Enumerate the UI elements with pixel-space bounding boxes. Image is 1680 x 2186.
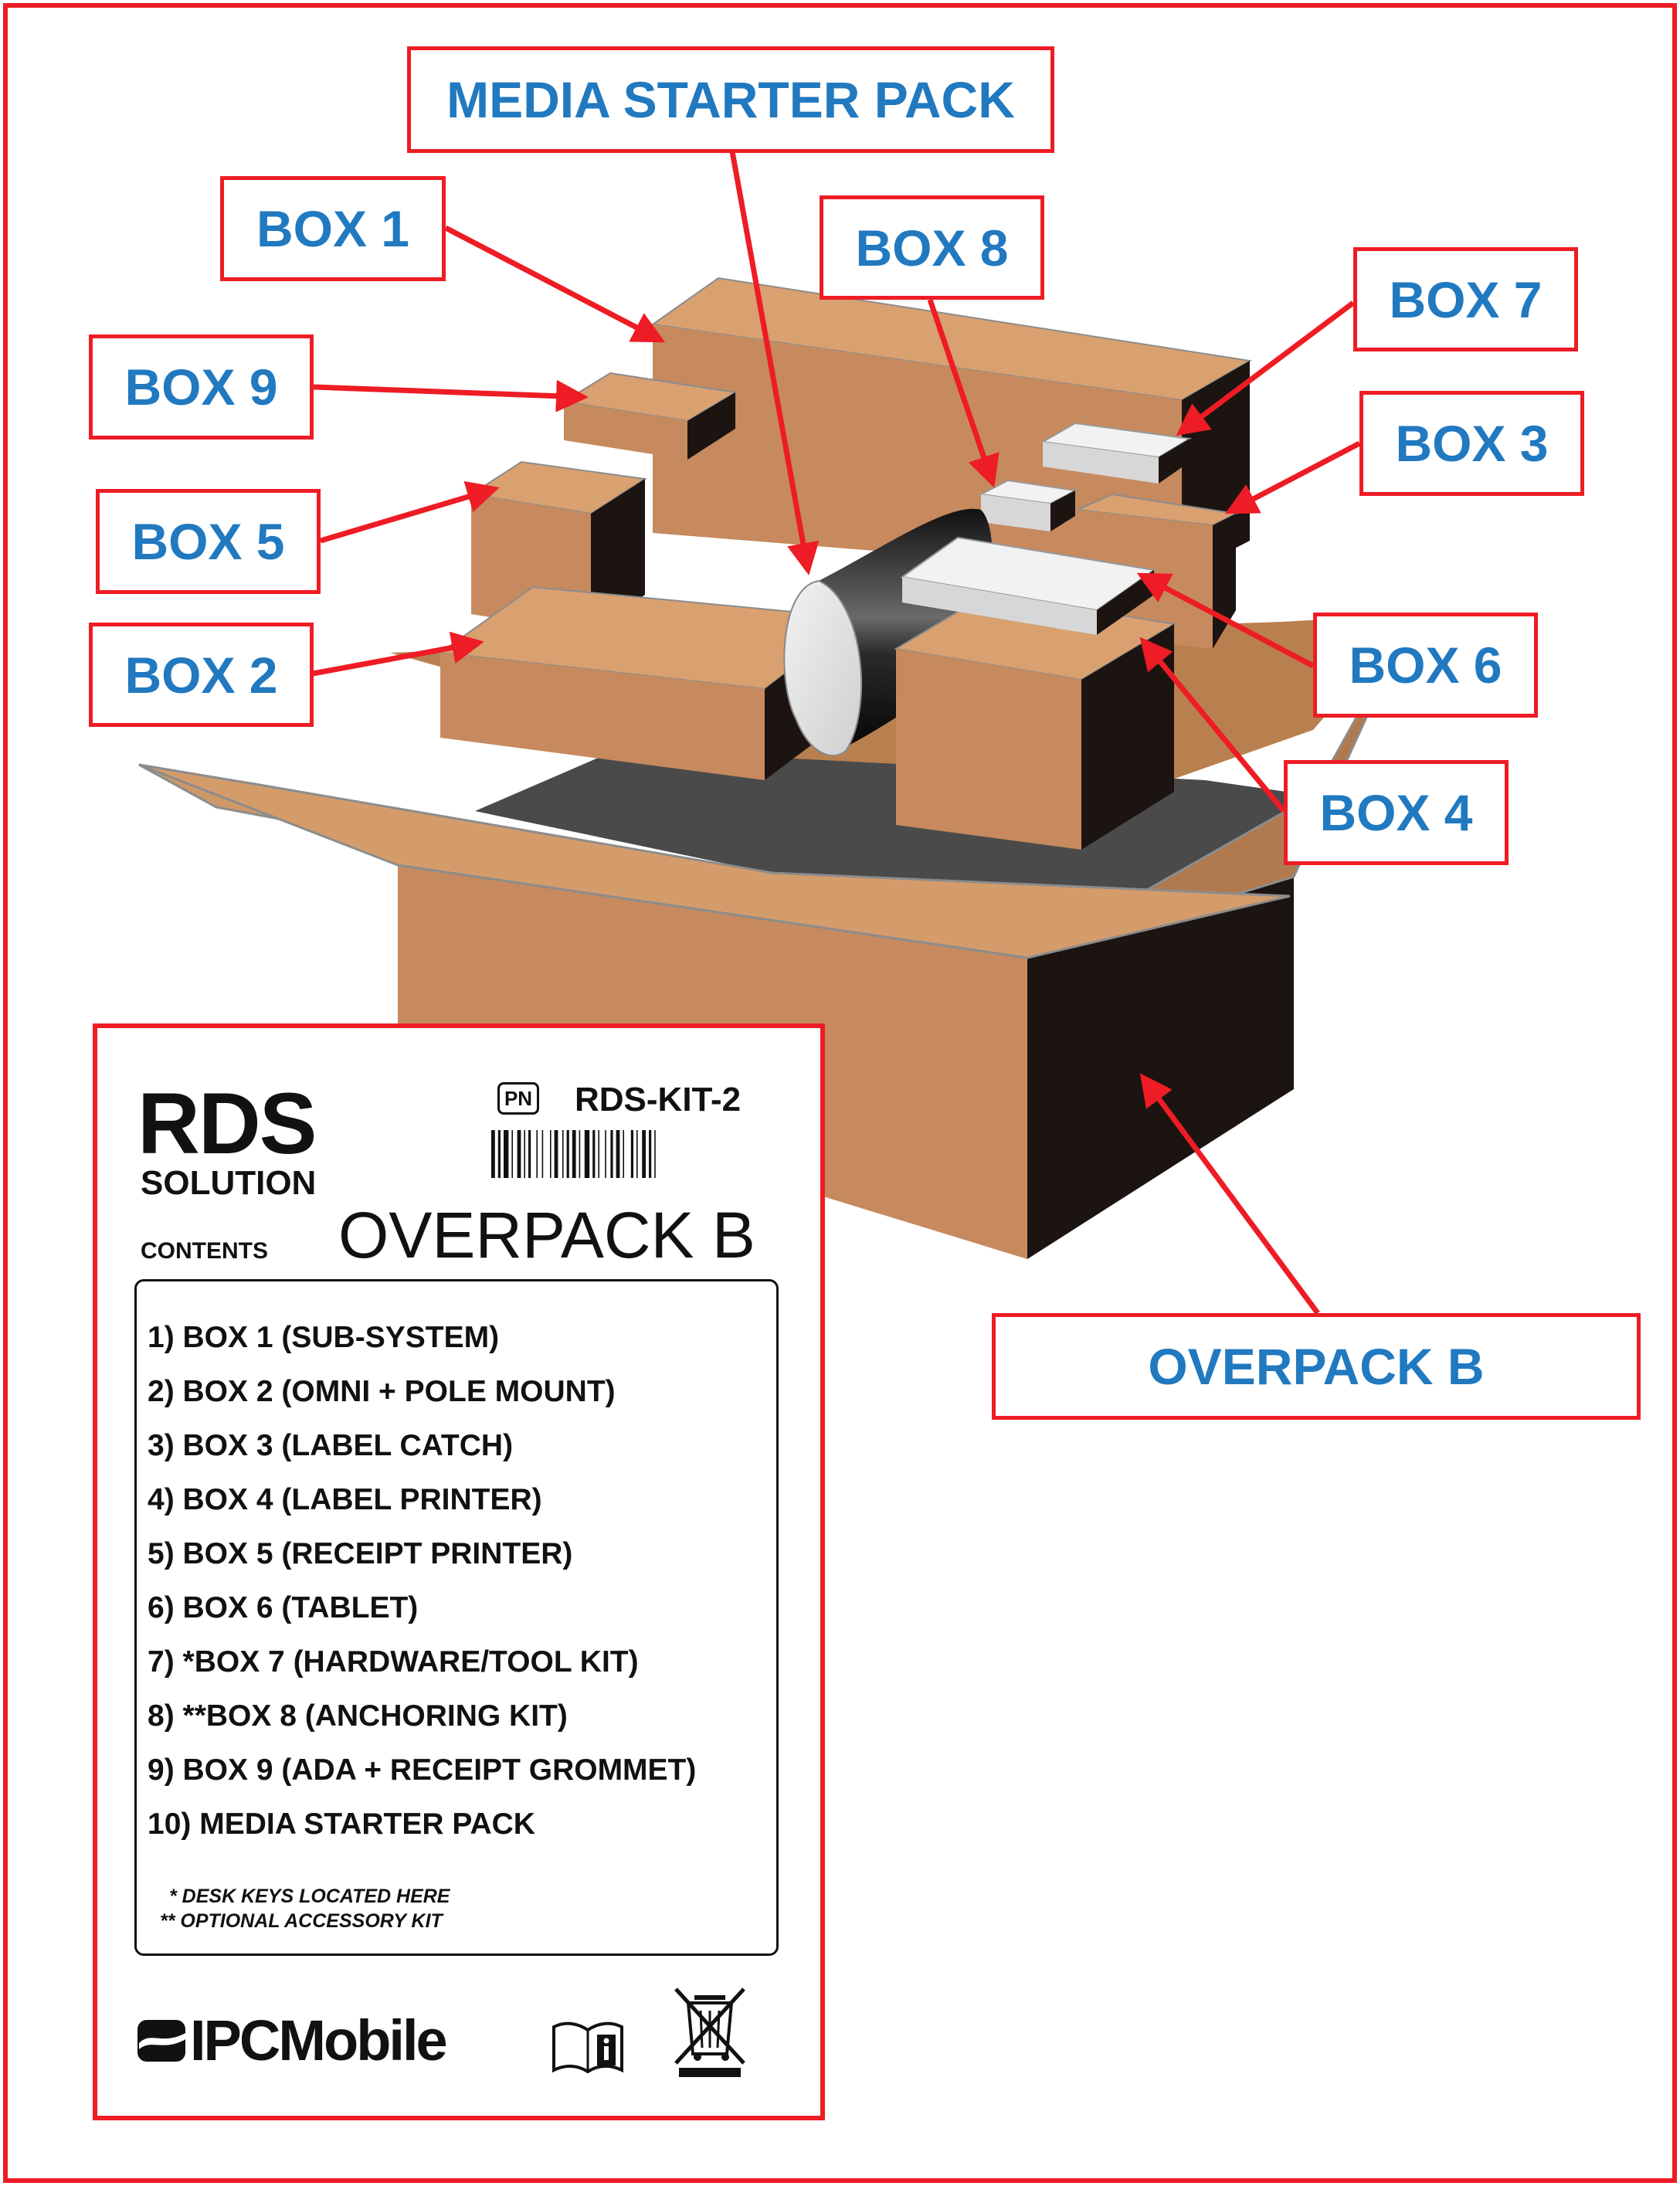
list-item: 8) **BOX 8 (ANCHORING KIT) [148,1699,568,1733]
callout-box2: BOX 2 [89,623,314,727]
barcode-icon [491,1130,656,1178]
barcode-bar [654,1130,656,1178]
callout-overpack-b: OVERPACK B [992,1313,1641,1420]
arrow-box1 [444,225,666,343]
callout-box9: BOX 9 [89,334,314,440]
label-part-number: RDS-KIT-2 [575,1081,742,1118]
barcode-bar [598,1130,599,1178]
barcode-bar [592,1130,596,1178]
arrow-box2 [312,631,484,677]
carton-label: RDS SOLUTION CONTENTS PN RDS-KIT-2 OVERP… [93,1023,825,2120]
arrow-box8 [927,298,1000,488]
arrow-box4 [1139,636,1286,813]
callout-box8: BOX 8 [820,195,1044,300]
outer-frame [3,3,1677,2183]
list-item: 7) *BOX 7 (HARDWARE/TOOL KIT) [148,1645,639,1679]
footnote-optional-kit: ** OPTIONAL ACCESSORY KIT [160,1910,443,1932]
barcode-bar [605,1130,606,1178]
contents-list-box: 1) BOX 1 (SUB-SYSTEM) 2) BOX 2 (OMNI + P… [134,1279,779,1956]
barcode-bar [642,1130,646,1178]
arrow-box9 [313,379,589,412]
label-brand-rds: RDS [137,1075,317,1172]
weee-bin-icon [674,1987,745,2077]
barcode-bar [517,1130,521,1178]
footnote-desk-keys: * DESK KEYS LOCATED HERE [169,1886,450,1907]
barcode-bar [630,1130,633,1178]
barcode-bar [610,1130,613,1178]
overpack-side-face [1027,877,1294,1259]
barcode-bar [572,1130,576,1178]
list-item: 3) BOX 3 (LABEL CATCH) [148,1429,514,1462]
list-item: 1) BOX 1 (SUB-SYSTEM) [148,1321,500,1354]
label-title: OVERPACK B [338,1199,755,1271]
contents-list: 1) BOX 1 (SUB-SYSTEM) 2) BOX 2 (OMNI + P… [137,1281,776,1852]
box9-shape [562,372,738,460]
list-item: 6) BOX 6 (TABLET) [148,1591,419,1624]
arrow-box7 [1176,300,1356,436]
ipcmobile-logo-icon [137,2019,187,2062]
list-item: 5) BOX 5 (RECEIPT PRINTER) [148,1537,573,1570]
barcode-bar [511,1130,513,1178]
label-pn-badge: PN [497,1082,539,1115]
barcode-bar [616,1130,620,1178]
callout-box1: BOX 1 [220,176,446,281]
barcode-bar [562,1130,564,1178]
barcode-bar [541,1130,544,1178]
barcode-bar [504,1130,509,1178]
barcode-bar [497,1130,501,1178]
barcode-bar [550,1130,552,1178]
barcode-bar [623,1130,624,1178]
callout-box5: BOX 5 [96,489,321,594]
manufacturer-name: IPCMobile [190,2008,448,2072]
arrow-media-starter-pack [729,151,820,575]
manufacturer-brand: IPCMobile [136,2008,448,2073]
barcode-bar [554,1130,558,1178]
barcode-bar [491,1130,495,1178]
overpack-front-flap [138,763,1291,959]
arrow-box5 [320,480,500,544]
callout-box7: BOX 7 [1353,247,1578,351]
footnotes: * DESK KEYS LOCATED HERE ** OPTIONAL ACC… [160,1884,450,1933]
barcode-bar [579,1130,581,1178]
callout-arrows [312,151,1361,1315]
barcode-bar [584,1130,590,1178]
arrow-overpack-b [1139,1073,1320,1315]
callout-box3: BOX 3 [1359,391,1584,496]
list-item: 10) MEDIA STARTER PACK [148,1808,535,1841]
list-item: 2) BOX 2 (OMNI + POLE MOUNT) [148,1375,616,1408]
label-contents-heading: CONTENTS [141,1238,268,1264]
box8-shape [978,479,1078,531]
box7-shape [1040,422,1192,484]
box2-shape [438,586,860,780]
label-brand-solution: SOLUTION [141,1164,317,1202]
list-item: 4) BOX 4 (LABEL PRINTER) [148,1483,542,1516]
callout-media-starter-pack: MEDIA STARTER PACK [407,46,1054,153]
barcode-bar [649,1130,652,1178]
arrow-box6 [1136,572,1315,669]
barcode-bar [524,1130,525,1178]
list-item: 9) BOX 9 (ADA + RECEIPT GROMMET) [148,1753,697,1787]
callout-box6: BOX 6 [1313,613,1538,718]
barcode-bar [566,1130,569,1178]
barcode-bar [528,1130,531,1178]
box4-shape [894,592,1176,850]
arrow-box3 [1224,440,1361,514]
callout-box4: BOX 4 [1284,760,1509,865]
barcode-bar [636,1130,638,1178]
manual-info-icon [552,2021,623,2074]
barcode-bar [536,1130,538,1178]
